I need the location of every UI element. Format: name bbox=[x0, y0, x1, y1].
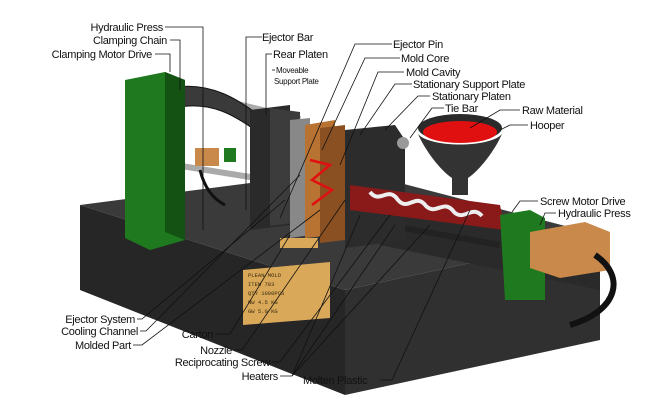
reciprocating-screw bbox=[368, 190, 484, 218]
raw-material bbox=[423, 121, 497, 143]
svg-text:GW 5.0 KG: GW 5.0 KG bbox=[248, 308, 278, 315]
label-hydraulic-press-left: Hydraulic Press bbox=[90, 22, 163, 34]
label-moveable-support-plate: Moveable bbox=[276, 66, 309, 75]
leader-lines bbox=[133, 26, 556, 381]
label-molten-plastic: Molten Plastic bbox=[303, 375, 368, 387]
label-ejector-system: Ejector System bbox=[65, 314, 135, 326]
carton: PLEAN MOLD ITEM 783 QTY 1000PCS NW 4.5 K… bbox=[243, 238, 330, 325]
label-carton: Carton bbox=[182, 329, 213, 341]
label-hooper: Hooper bbox=[530, 120, 565, 132]
svg-text:Support Plate: Support Plate bbox=[274, 77, 319, 86]
label-mold-core: Mold Core bbox=[401, 53, 449, 65]
svg-text:QTY 1000PCS: QTY 1000PCS bbox=[248, 290, 285, 297]
svg-text:NW 4.5 KG: NW 4.5 KG bbox=[248, 299, 278, 306]
label-reciprocating-screw: Reciprocating Screw bbox=[175, 357, 271, 369]
machine-base-front bbox=[80, 205, 345, 395]
label-clamping-motor-drive: Clamping Motor Drive bbox=[52, 49, 153, 61]
label-cooling-channel: Cooling Channel bbox=[61, 326, 138, 338]
label-raw-material: Raw Material bbox=[522, 105, 583, 117]
label-ejector-bar: Ejector Bar bbox=[262, 32, 314, 44]
hydraulic-press-right bbox=[530, 222, 610, 278]
label-rear-platen: Rear Platen bbox=[273, 49, 328, 61]
label-ejector-pin: Ejector Pin bbox=[393, 39, 443, 51]
svg-text:ITEM 783: ITEM 783 bbox=[248, 281, 274, 288]
mold-cavity bbox=[320, 125, 345, 243]
stationary-platen bbox=[345, 125, 405, 248]
label-screw-motor-drive: Screw Motor Drive bbox=[540, 196, 626, 208]
hopper bbox=[418, 134, 502, 195]
label-heaters: Heaters bbox=[242, 371, 279, 383]
label-clamping-chain: Clamping Chain bbox=[93, 35, 167, 47]
label-hydraulic-press-right: Hydraulic Press bbox=[558, 208, 631, 220]
label-mold-cavity: Mold Cavity bbox=[406, 67, 461, 79]
label-stationary-platen: Stationary Platen bbox=[432, 91, 511, 103]
label-tie-bar: Tie Bar bbox=[445, 103, 479, 115]
label-nozzle: Nozzle bbox=[200, 345, 232, 357]
label-molded-part: Molded Part bbox=[75, 340, 131, 352]
label-stationary-support-plate: Stationary Support Plate bbox=[413, 79, 525, 91]
svg-text:PLEAN MOLD: PLEAN MOLD bbox=[248, 272, 282, 279]
